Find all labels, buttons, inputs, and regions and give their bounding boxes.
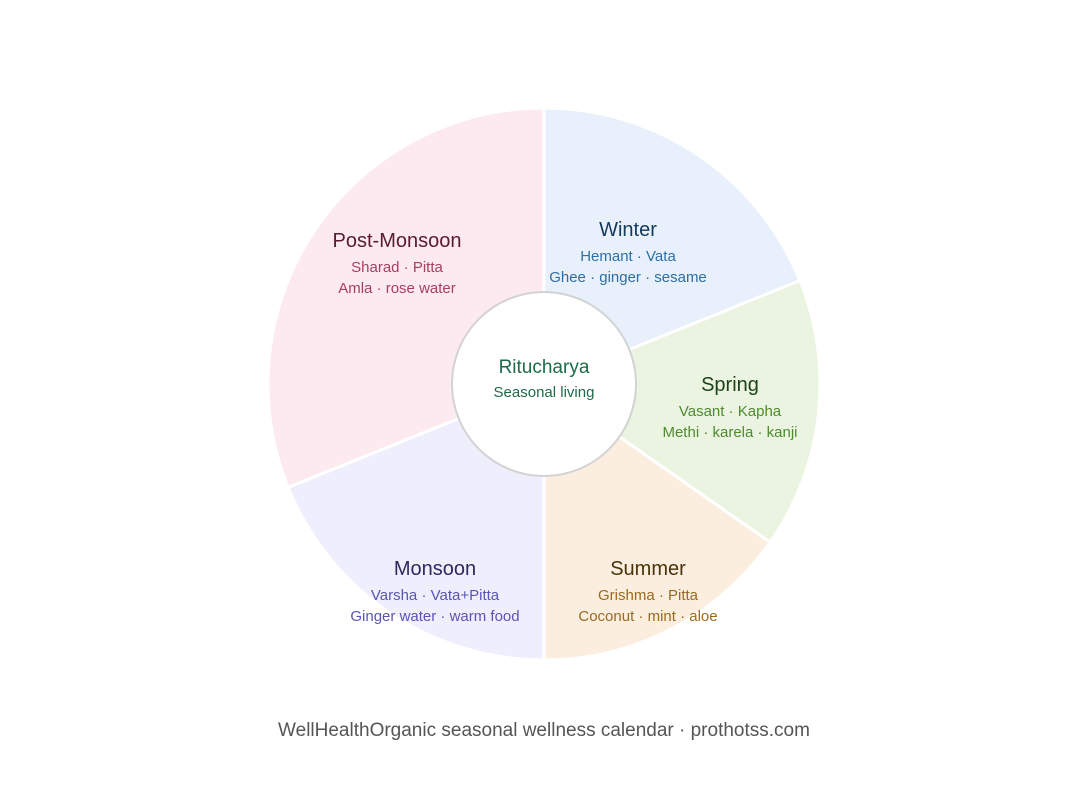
season-segments: Winter Hemant · Vata Ghee · ginger · ses…: [266, 106, 822, 662]
hub: Ritucharya Seasonal living: [451, 291, 637, 477]
segment-summer-name: Summer: [610, 558, 686, 580]
segment-post-monsoon-line1: Sharad · Pitta: [351, 259, 443, 276]
segment-monsoon-name: Monsoon: [394, 558, 476, 580]
segment-summer-line1: Grishma · Pitta: [598, 587, 699, 604]
segment-spring-line2: Methi · karela · kanji: [662, 424, 797, 441]
segment-post-monsoon-line2: Amla · rose water: [338, 280, 456, 297]
segment-winter[interactable]: Winter Hemant · Vata Ghee · ginger · ses…: [542, 106, 802, 387]
segment-spring[interactable]: Spring Vasant · Kapha Methi · karela · k…: [540, 278, 822, 545]
segment-post-monsoon-name: Post-Monsoon: [333, 230, 462, 252]
hub-subtitle: Seasonal living: [494, 384, 595, 401]
segment-winter-name: Winter: [599, 219, 657, 241]
segment-winter-line1: Hemant · Vata: [580, 248, 676, 265]
segment-monsoon-wedge: [286, 381, 546, 662]
segment-monsoon-line2: Ginger water · warm food: [350, 608, 519, 625]
segment-monsoon-line1: Varsha · Vata+Pitta: [371, 587, 500, 604]
segment-spring-name: Spring: [701, 374, 759, 396]
segment-spring-line1: Vasant · Kapha: [679, 403, 782, 420]
footer-caption: WellHealthOrganic seasonal wellness cale…: [278, 720, 810, 741]
wheel-graphic: Winter Hemant · Vata Ghee · ginger · ses…: [266, 106, 822, 662]
segment-monsoon[interactable]: Monsoon Varsha · Vata+Pitta Ginger water…: [286, 381, 546, 662]
segment-winter-wedge: [542, 106, 802, 387]
segment-spring-wedge: [540, 278, 822, 545]
segment-summer-line2: Coconut · mint · aloe: [578, 608, 717, 625]
segment-winter-line2: Ghee · ginger · sesame: [549, 269, 707, 286]
hub-title: Ritucharya: [499, 357, 590, 378]
hub-circle: [451, 291, 637, 477]
